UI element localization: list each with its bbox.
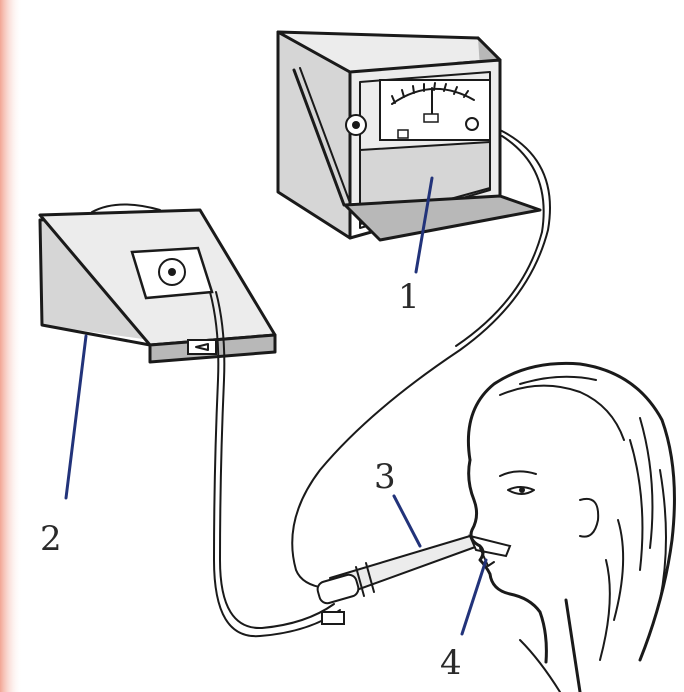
leader-line-3: [394, 496, 420, 546]
base-device: [40, 204, 275, 362]
label-4: 4: [440, 643, 462, 683]
label-3: 3: [374, 457, 396, 497]
meter-device: [278, 32, 540, 240]
meter-knob-right: [466, 118, 478, 130]
base-front-connector: [188, 340, 216, 354]
leader-line-2: [66, 336, 86, 498]
label-1: 1: [398, 277, 420, 317]
label-2: 2: [40, 519, 62, 559]
leader-line-4: [462, 560, 486, 634]
patient-head: [468, 363, 674, 692]
left-edge-tint: [0, 0, 22, 692]
probe-tip: [470, 536, 510, 556]
